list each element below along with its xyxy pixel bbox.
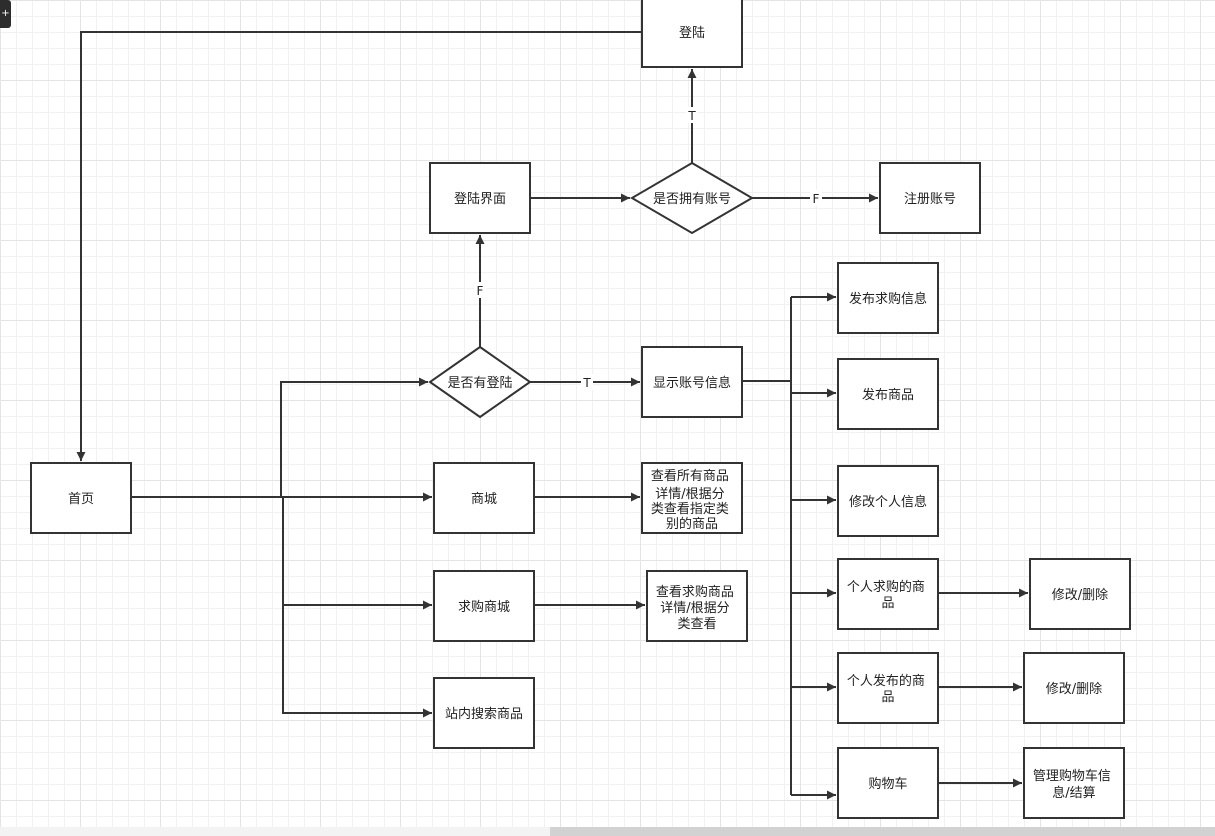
node-post-request-label: 发布求购信息 — [849, 291, 927, 307]
node-login-page-label: 登陆界面 — [454, 191, 506, 207]
view-request-goods-line-1: 查看求购商品 — [656, 584, 734, 600]
node-logged-in-label: 是否有登陆 — [447, 375, 512, 391]
edge-label-logged-in-false: F — [477, 284, 484, 298]
edge-home-to-requestmall — [282, 497, 432, 610]
node-cart[interactable] — [837, 747, 939, 819]
node-my-requests[interactable] — [837, 558, 939, 630]
view-request-goods-line-2: 详情/根据分 — [660, 601, 729, 616]
node-edit-profile[interactable] — [837, 465, 939, 537]
view-all-goods-line-1: 查看所有商品 — [651, 468, 729, 484]
node-login[interactable] — [641, 0, 743, 68]
node-search[interactable] — [433, 677, 535, 749]
node-view-all-goods-label: 查看所有商品 详情/根据分 类查看指定类 别的商品 — [651, 468, 733, 532]
node-show-account-label: 显示账号信息 — [653, 375, 731, 391]
node-request-mall[interactable] — [433, 570, 535, 642]
node-view-all-goods[interactable] — [641, 462, 743, 534]
node-logged-in-decision[interactable] — [428, 345, 532, 419]
my-posts-line-1: 个人发布的商 — [847, 673, 925, 689]
corner-menu-tab[interactable]: + — [0, 0, 11, 28]
node-search-label: 站内搜索商品 — [445, 706, 523, 722]
edge-label-logged-in-true: T — [582, 376, 591, 390]
corner-tab-glyph: + — [1, 8, 10, 19]
my-posts-line-2: 品 — [881, 690, 894, 705]
nodes-layer — [30, 0, 1131, 819]
manage-cart-line-2: 息/结算 — [1052, 785, 1095, 801]
view-request-goods-line-3: 类查看 — [677, 616, 716, 632]
node-register-label: 注册账号 — [904, 192, 956, 207]
view-all-goods-line-2: 详情/根据分 — [655, 487, 724, 502]
node-my-requests-label: 个人求购的商 品 — [847, 579, 929, 611]
edge-home-to-loggedin — [280, 377, 428, 497]
node-edit-profile-label: 修改个人信息 — [849, 494, 927, 510]
edge-label-has-account-true: T — [687, 109, 696, 123]
node-labels-layer: 登陆 登陆界面 是否拥有账号 注册账号 发布求购信息 是否有登陆 显示账号信息 … — [68, 25, 1115, 801]
node-my-posts-label: 个人发布的商 品 — [847, 673, 929, 705]
node-post-request[interactable] — [837, 262, 939, 334]
node-edit-delete-1-label: 修改/删除 — [1052, 588, 1108, 603]
my-requests-line-1: 个人求购的商 — [847, 579, 925, 595]
edge-labels-layer: T F F T — [474, 107, 822, 390]
horizontal-scrollbar-thumb[interactable] — [550, 827, 1215, 836]
node-cart-label: 购物车 — [868, 776, 907, 792]
node-manage-cart-label: 管理购物车信 息/结算 — [1033, 768, 1115, 801]
node-home-label: 首页 — [68, 492, 94, 507]
node-edit-delete-2[interactable] — [1023, 652, 1125, 724]
node-manage-cart[interactable] — [1023, 747, 1125, 819]
node-post-goods[interactable] — [837, 358, 939, 430]
my-requests-line-2: 品 — [881, 596, 894, 611]
node-view-request-goods-label: 查看求购商品 详情/根据分 类查看 — [656, 584, 738, 632]
node-home[interactable] — [30, 462, 132, 534]
edge-login-to-home — [76, 31, 642, 461]
node-mall[interactable] — [433, 462, 535, 534]
manage-cart-line-1: 管理购物车信 — [1033, 768, 1111, 784]
edge-label-has-account-false: F — [813, 192, 820, 206]
node-has-account-label: 是否拥有账号 — [653, 192, 731, 207]
node-post-goods-label: 发布商品 — [862, 387, 914, 403]
node-view-request-goods[interactable] — [646, 570, 748, 642]
node-has-account-decision[interactable] — [630, 161, 754, 235]
view-all-goods-line-4: 别的商品 — [666, 516, 718, 532]
node-edit-delete-2-label: 修改/删除 — [1046, 682, 1102, 697]
node-mall-label: 商城 — [471, 492, 497, 507]
node-register[interactable] — [879, 162, 981, 234]
edge-home-to-search — [282, 605, 432, 718]
node-my-posts[interactable] — [837, 652, 939, 724]
node-login-label: 登陆 — [679, 25, 705, 41]
node-show-account[interactable] — [641, 346, 743, 418]
node-request-mall-label: 求购商城 — [458, 599, 510, 615]
view-all-goods-line-3: 类查看指定类 — [651, 501, 729, 517]
node-edit-delete-1[interactable] — [1029, 558, 1131, 630]
node-login-page[interactable] — [429, 162, 531, 234]
